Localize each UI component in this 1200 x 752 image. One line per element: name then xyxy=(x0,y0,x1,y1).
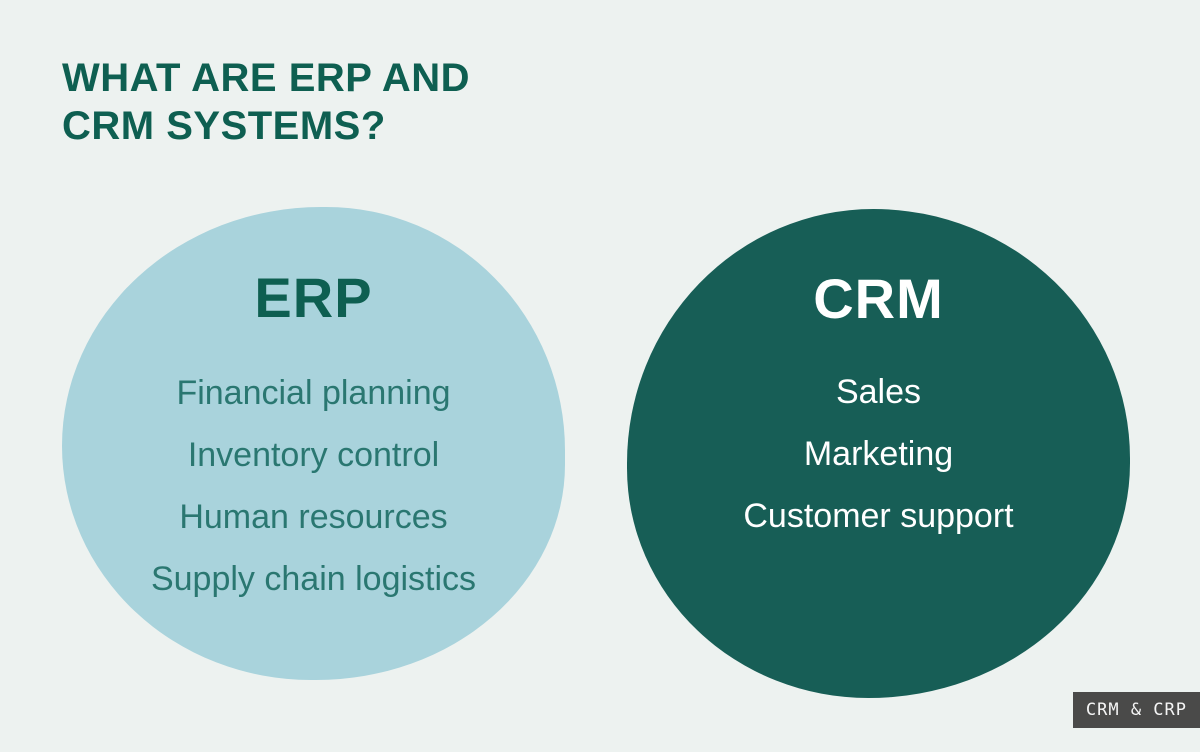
erp-list-item: Human resources xyxy=(179,498,448,536)
page-title: WHAT ARE ERP AND CRM SYSTEMS? xyxy=(62,54,470,150)
crm-blob: CRM Sales Marketing Customer support xyxy=(627,209,1130,698)
crm-feature-list: Sales Marketing Customer support xyxy=(627,361,1130,547)
watermark-badge: CRM & CRP xyxy=(1072,692,1200,728)
erp-list-item: Supply chain logistics xyxy=(150,560,477,598)
crm-heading: CRM xyxy=(813,267,944,330)
crm-list-item: Marketing xyxy=(803,435,954,473)
erp-heading: ERP xyxy=(254,266,373,329)
erp-list-item: Financial planning xyxy=(176,374,451,412)
page-title-line-1: WHAT ARE ERP AND xyxy=(62,56,470,100)
crm-list-item: Customer support xyxy=(743,497,1014,535)
crm-list-item: Sales xyxy=(835,373,922,411)
erp-feature-list: Financial planning Inventory control Hum… xyxy=(62,362,565,610)
page-title-line-2: CRM SYSTEMS? xyxy=(62,104,386,148)
erp-list-item: Inventory control xyxy=(187,436,440,474)
erp-blob: ERP Financial planning Inventory control… xyxy=(62,207,565,680)
